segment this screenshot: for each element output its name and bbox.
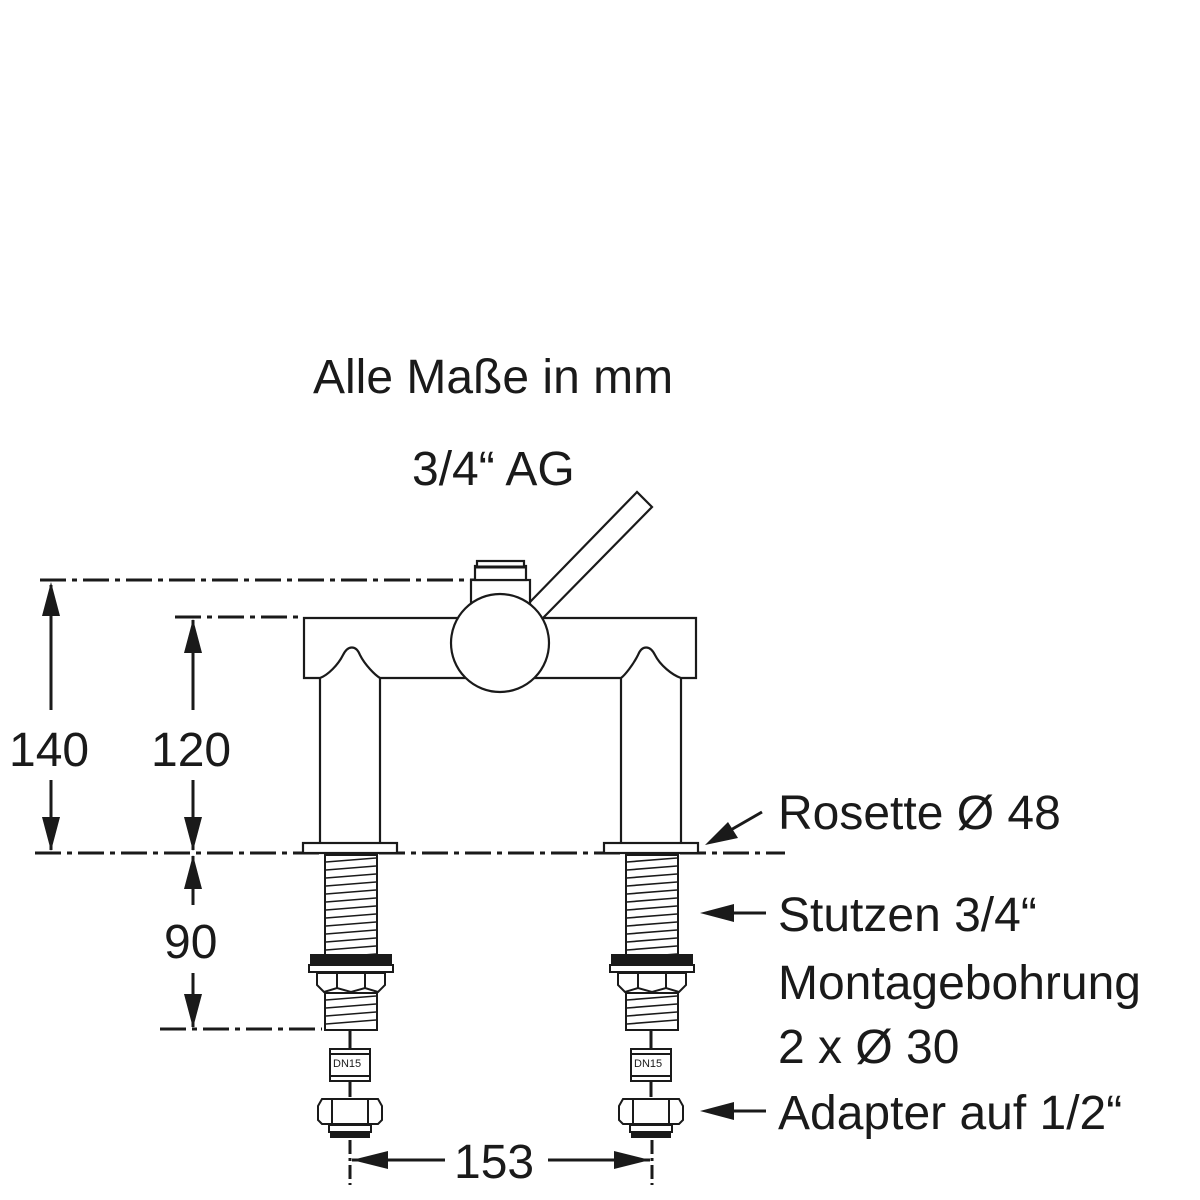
page-title: Alle Maße in mm bbox=[313, 351, 674, 404]
rosette-left bbox=[301, 841, 399, 855]
adapter-label: Adapter auf 1/2“ bbox=[778, 1087, 1123, 1140]
dn15-left-label: DN15 bbox=[333, 1058, 362, 1070]
dim-120-arrows bbox=[184, 619, 202, 851]
rosette-label: Rosette Ø 48 bbox=[778, 787, 1061, 840]
top-connection-label: 3/4“ AG bbox=[412, 443, 575, 496]
stutzen-left bbox=[308, 854, 394, 1138]
dim-153-arrows bbox=[348, 1140, 654, 1185]
lever bbox=[529, 490, 654, 619]
faucet-body bbox=[301, 490, 700, 855]
leader-arrows bbox=[700, 810, 766, 1120]
montage-label-line2: 2 x Ø 30 bbox=[778, 1021, 960, 1074]
dim-90-label: 90 bbox=[164, 916, 218, 969]
dim-140-arrows bbox=[42, 582, 60, 851]
dim-120-label: 120 bbox=[151, 724, 232, 777]
dim-153-label: 153 bbox=[454, 1136, 535, 1189]
montage-label-line1: Montagebohrung bbox=[778, 957, 1141, 1010]
valve-body bbox=[449, 592, 551, 694]
dn15-right-label: DN15 bbox=[634, 1058, 663, 1070]
dim-140-label: 140 bbox=[9, 724, 90, 777]
dim-90-arrows bbox=[184, 855, 202, 1028]
stutzen-right bbox=[609, 854, 695, 1138]
rosette-right bbox=[602, 841, 700, 855]
stutzen-label: Stutzen 3/4“ bbox=[778, 889, 1037, 942]
